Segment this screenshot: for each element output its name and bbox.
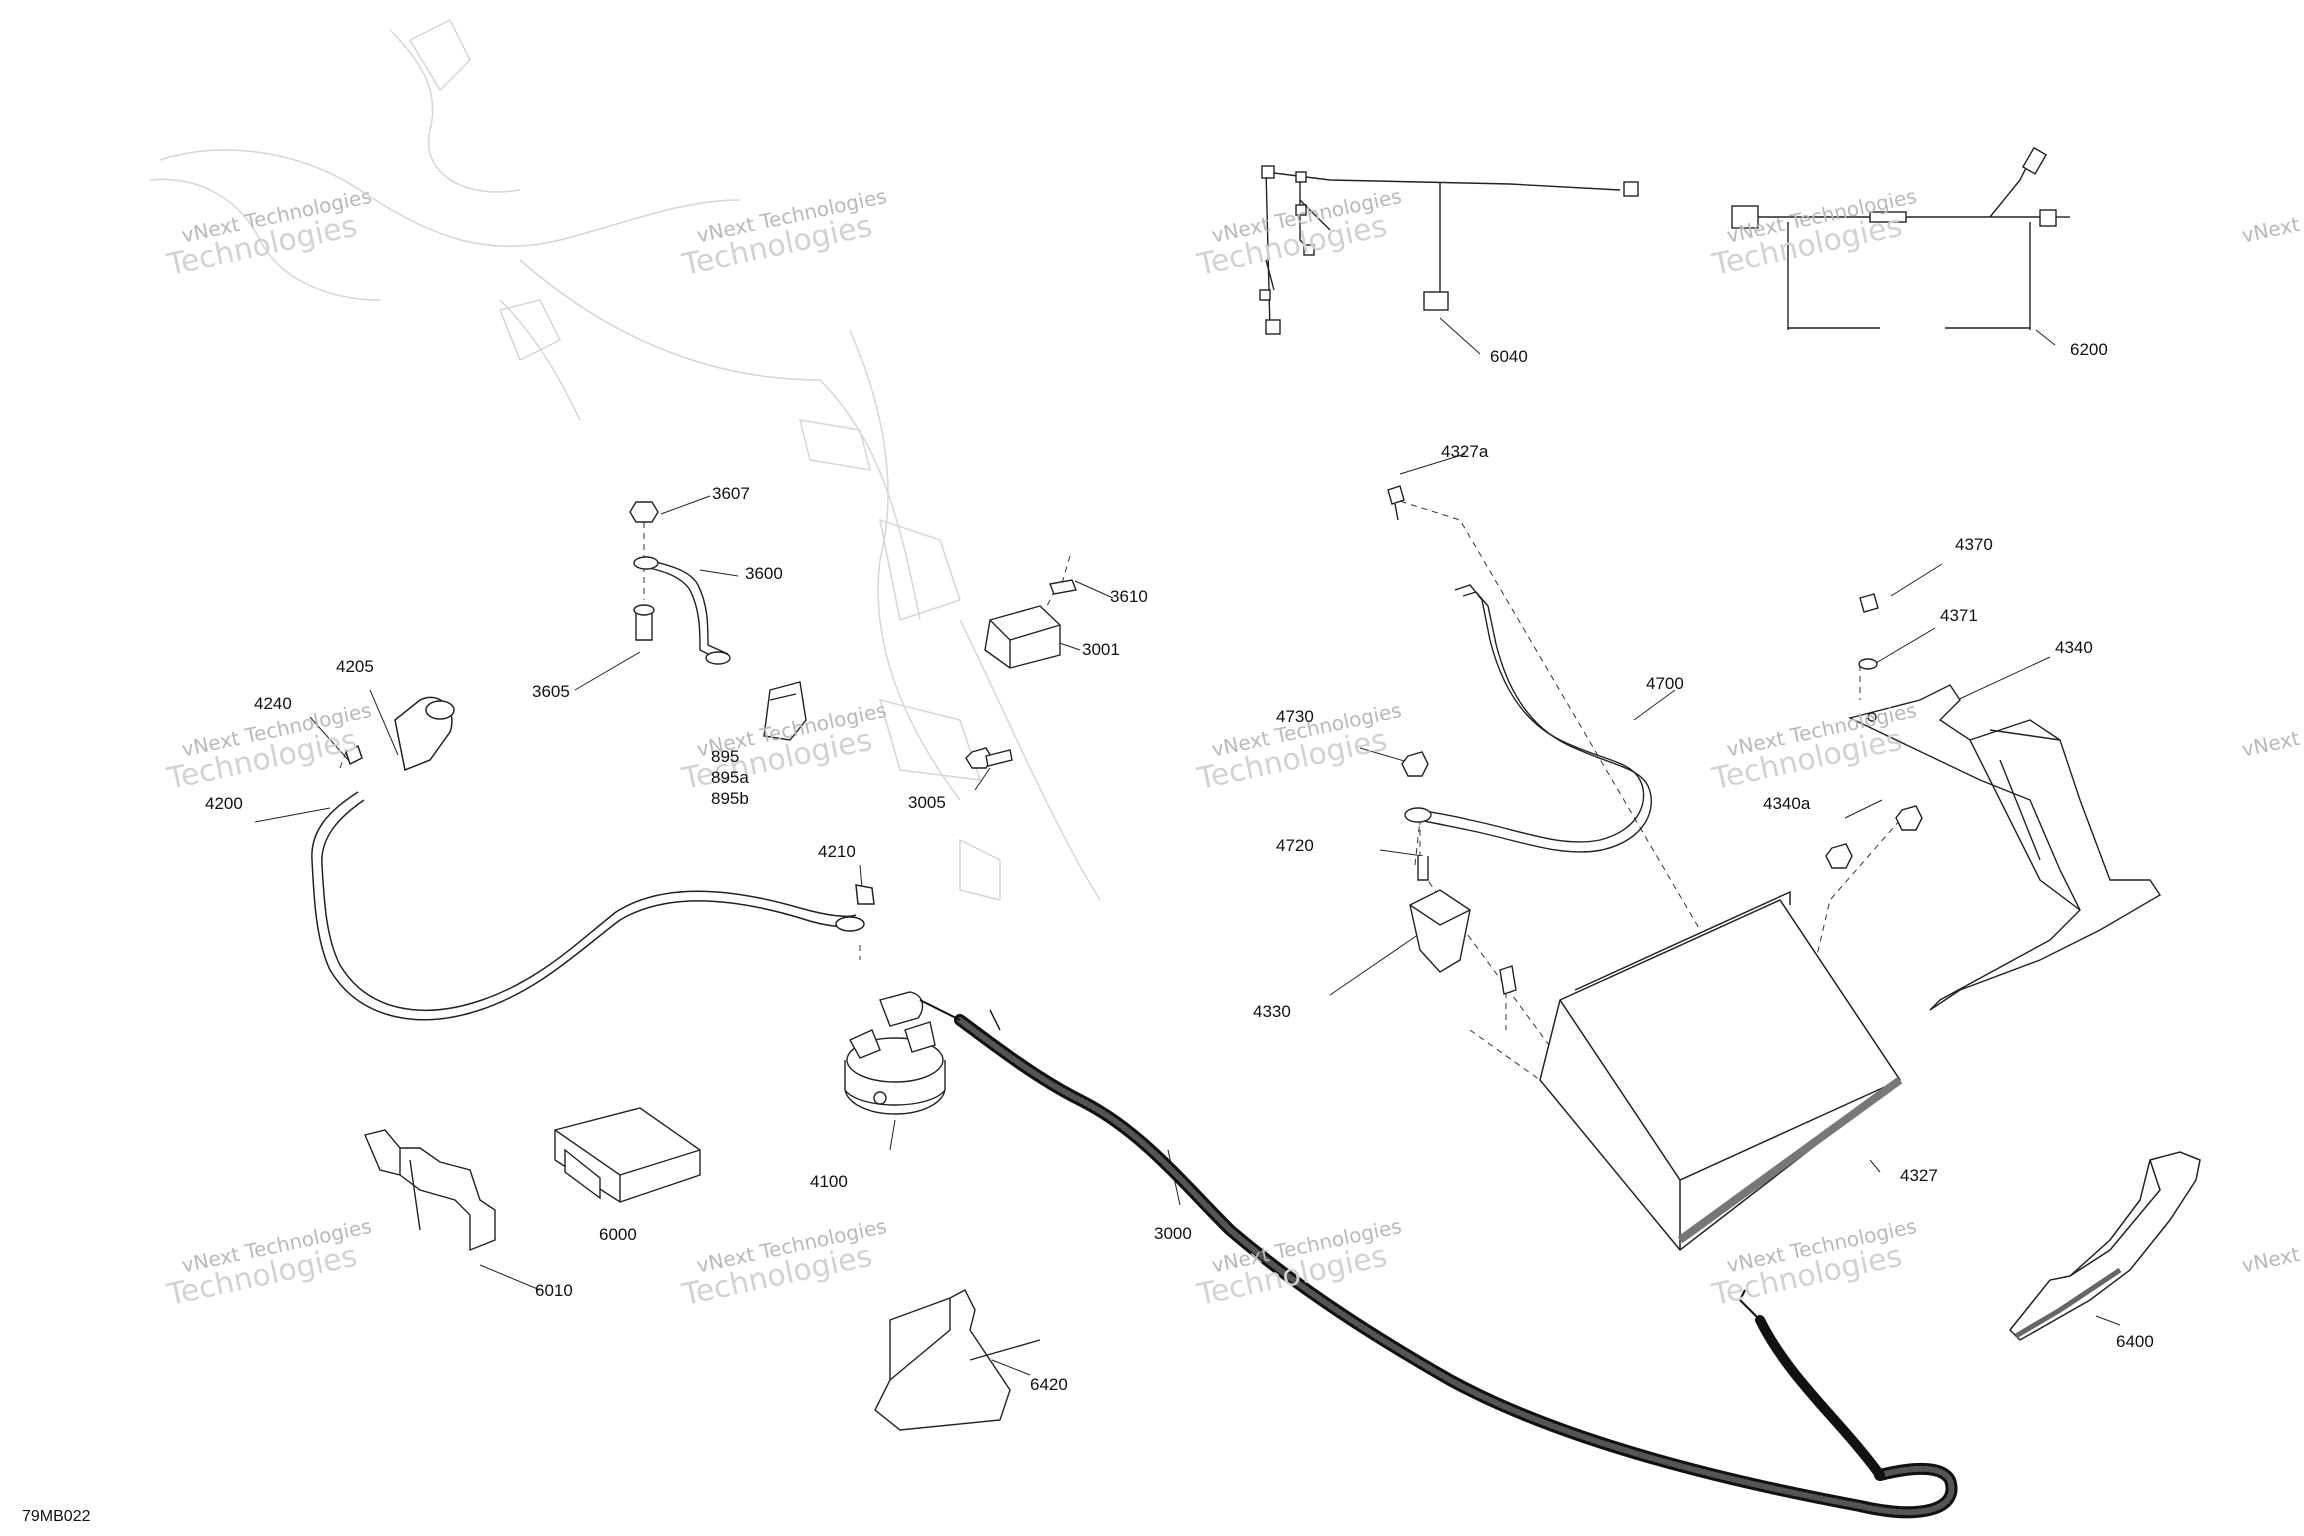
- callout-895: 895: [711, 747, 740, 766]
- bolt-3005: [965, 747, 1013, 769]
- battery-bracket-4340: [1825, 593, 2161, 1011]
- callout-6040: 6040: [1490, 347, 1528, 366]
- callout-4100: 4100: [810, 1172, 848, 1191]
- callout-4330: 4330: [1253, 1002, 1291, 1021]
- bracket-6420: [874, 1289, 1041, 1431]
- sensor-895: [763, 681, 807, 741]
- callout-4720: 4720: [1276, 836, 1314, 855]
- callout-4210: 4210: [818, 842, 856, 861]
- solenoid-4100: [844, 991, 946, 1115]
- figure-code: 79MB022: [22, 1508, 91, 1525]
- bracket-6010: [364, 1129, 496, 1252]
- callout-6420: 6420: [1030, 1375, 1068, 1394]
- callout-4205: 4205: [336, 657, 374, 676]
- harness-6200: [1731, 146, 2070, 330]
- callout-6000: 6000: [599, 1225, 637, 1244]
- callout-4370: 4370: [1955, 535, 1993, 554]
- positive-cable-4200: [311, 696, 875, 1021]
- terminal-cover-4330: [1409, 889, 1517, 995]
- callout-3600: 3600: [745, 564, 783, 583]
- callout-4240: 4240: [254, 694, 292, 713]
- callout-4200: 4200: [205, 794, 243, 813]
- callout-3607: 3607: [712, 484, 750, 503]
- battery-4327: [1539, 890, 1903, 1252]
- callout-3001: 3001: [1082, 640, 1120, 659]
- block-3001: [984, 579, 1077, 669]
- callout-6200: 6200: [2070, 340, 2108, 359]
- callout-4327: 4327: [1900, 1166, 1938, 1185]
- callout-3605: 3605: [532, 682, 570, 701]
- frame-ghost-sketch: [149, 18, 1101, 901]
- callout-3000: 3000: [1154, 1224, 1192, 1243]
- module-6000: [554, 1107, 701, 1203]
- callout-3005: 3005: [908, 793, 946, 812]
- ground-cable-3600: [629, 501, 731, 665]
- callout-4371: 4371: [1940, 606, 1978, 625]
- callout-3610: 3610: [1110, 587, 1148, 606]
- negative-cable-4700: [1387, 485, 1652, 881]
- callout-4340a: 4340a: [1763, 794, 1811, 813]
- callout-6400: 6400: [2116, 1332, 2154, 1351]
- harness-6040: [1259, 165, 1639, 335]
- callout-4730: 4730: [1276, 707, 1314, 726]
- callout-6010: 6010: [535, 1281, 573, 1300]
- callout-leaders: [254, 317, 2121, 1376]
- bracket-6400: [2008, 1151, 2201, 1341]
- callout-895b: 895b: [711, 789, 749, 808]
- callout-4340: 4340: [2055, 638, 2093, 657]
- callout-895a: 895a: [711, 768, 749, 787]
- main-harness-3000: [919, 999, 1958, 1519]
- callout-4700: 4700: [1646, 674, 1684, 693]
- callout-4327a: 4327a: [1441, 442, 1489, 461]
